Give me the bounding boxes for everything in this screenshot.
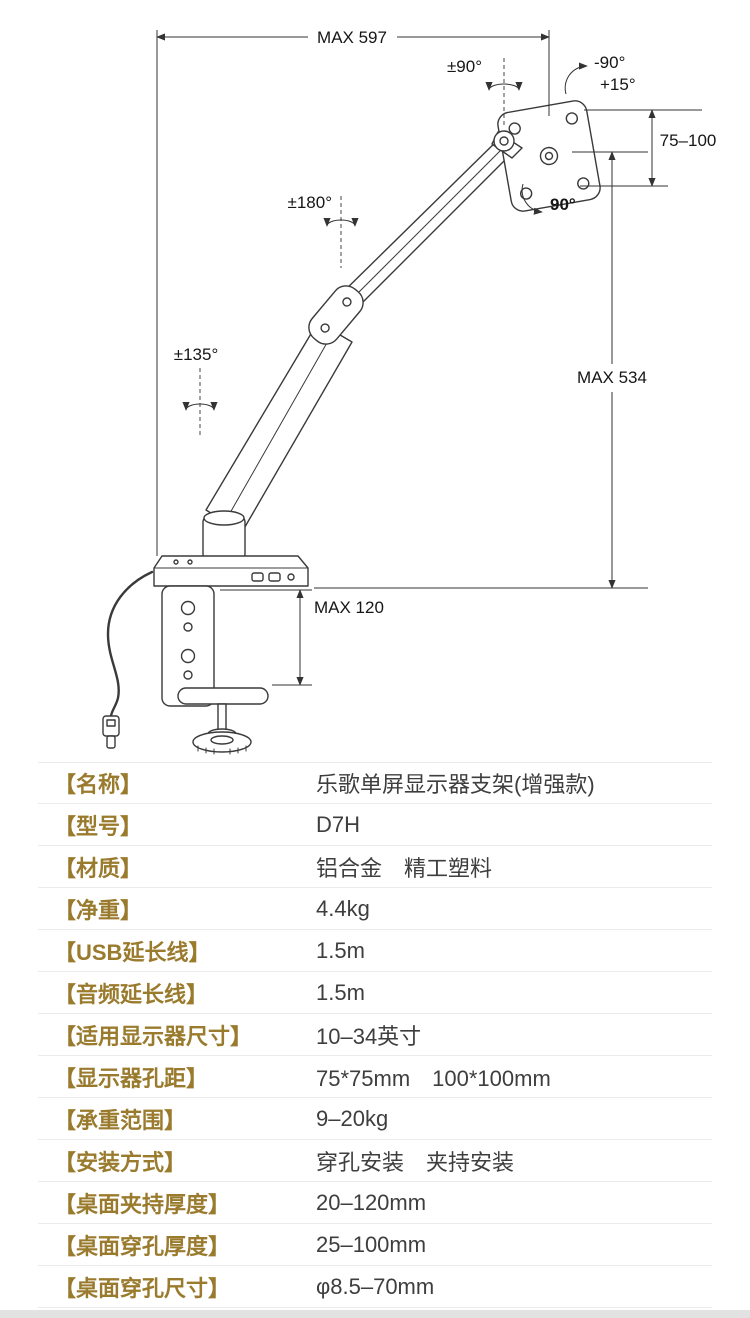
spec-row-name: 【名称】 乐歌单屏显示器支架(增强款) [38,762,712,804]
spec-label: 【桌面夹持厚度】 [54,1191,231,1217]
spec-value: 20–120mm [316,1189,427,1215]
spec-value: 9–20kg [316,1105,389,1131]
rot-base-label: ±135° [174,345,219,364]
clamp-foot [177,687,269,755]
spec-label: 【承重范围】 [54,1107,187,1133]
spec-row-clamp-thickness: 【桌面夹持厚度】 20–120mm [38,1182,712,1224]
vesa-plate [497,100,601,212]
spec-value: 乐歌单屏显示器支架(增强款) [316,772,595,797]
clamp-bracket [161,585,215,707]
rotation-plate-90: 90° [521,183,576,215]
spec-label: 【显示器孔距】 [54,1065,209,1091]
vesa-range-label: 75–100 [660,131,717,150]
elbow-joint [308,285,364,345]
rot-mid-label: ±180° [288,193,333,212]
spec-value: 1.5m [316,979,365,1005]
spec-row-grommet-size: 【桌面穿孔尺寸】 φ8.5–70mm [38,1266,712,1308]
base-column [202,510,246,561]
dimension-annotations: MAX 597 MAX 534 75–100 [156,28,717,686]
rotation-top-90: ±90° [447,57,523,126]
spec-value: 4.4kg [316,895,370,921]
max-597-label: MAX 597 [317,28,387,47]
spec-row-audio-cable: 【音频延长线】 1.5m [38,972,712,1014]
tilt-annotation: -90° +15° [564,53,636,95]
spec-value: D7H [316,811,361,837]
rotation-base-135: ±135° [174,345,219,438]
spec-row-mount-type: 【安装方式】 穿孔安装 夹持安装 [38,1140,712,1182]
spec-value: 25–100mm [316,1231,427,1257]
rotation-mid-180: ±180° [288,193,359,268]
lower-arm [205,321,353,533]
dimension-vesa-75-100: 75–100 [580,109,717,187]
tilt-pos-label: +15° [600,75,636,94]
spec-label: 【USB延长线】 [54,939,211,965]
usb-cable [102,570,154,749]
max-120-label: MAX 120 [314,598,384,617]
spec-row-hole-pitch: 【显示器孔距】 75*75mm 100*100mm [38,1056,712,1098]
rot-top-label: ±90° [447,57,482,76]
spec-row-load-range: 【承重范围】 9–20kg [38,1098,712,1140]
tilt-neg-label: -90° [594,53,625,72]
spec-value: 1.5m [316,937,365,963]
spec-label: 【桌面穿孔厚度】 [54,1233,231,1259]
upper-arm [336,129,522,314]
spec-label: 【适用显示器尺寸】 [54,1023,253,1049]
spec-label: 【音频延长线】 [54,981,209,1007]
spec-label: 【材质】 [54,855,143,881]
spec-value: 穿孔安装 夹持安装 [316,1149,515,1175]
monitor-arm-diagram: MAX 597 MAX 534 75–100 [102,28,717,755]
desk-plate [153,555,309,587]
dimension-max-597: MAX 597 [156,28,550,556]
spec-row-weight: 【净重】 4.4kg [38,888,712,930]
spec-value: 10–34英寸 [316,1023,422,1049]
spec-value: φ8.5–70mm [316,1273,435,1299]
spec-label: 【名称】 [54,772,143,797]
spec-row-screen-size: 【适用显示器尺寸】 10–34英寸 [38,1014,712,1056]
rot-plate-label: 90° [550,195,576,214]
spec-label: 【净重】 [54,897,143,923]
spec-label: 【安装方式】 [54,1149,187,1175]
monitor-arm-drawing [102,100,601,755]
bottom-divider-bar [0,1310,750,1318]
head-joint [491,130,523,159]
spec-value: 铝合金 精工塑料 [316,855,493,881]
spec-row-material: 【材质】 铝合金 精工塑料 [38,846,712,888]
spec-row-model: 【型号】 D7H [38,804,712,846]
spec-row-usb-cable: 【USB延长线】 1.5m [38,930,712,972]
dimension-max-534: MAX 534 [314,151,648,589]
spec-table: 【名称】 乐歌单屏显示器支架(增强款) 【型号】 D7H 【材质】 铝合金 精工… [38,762,712,1308]
dimension-max-120: MAX 120 [220,589,384,686]
spec-label: 【型号】 [54,813,143,839]
spec-label: 【桌面穿孔尺寸】 [54,1275,231,1301]
max-534-label: MAX 534 [577,368,647,387]
spec-value: 75*75mm 100*100mm [316,1065,551,1091]
spec-row-grommet-thickness: 【桌面穿孔厚度】 25–100mm [38,1224,712,1266]
